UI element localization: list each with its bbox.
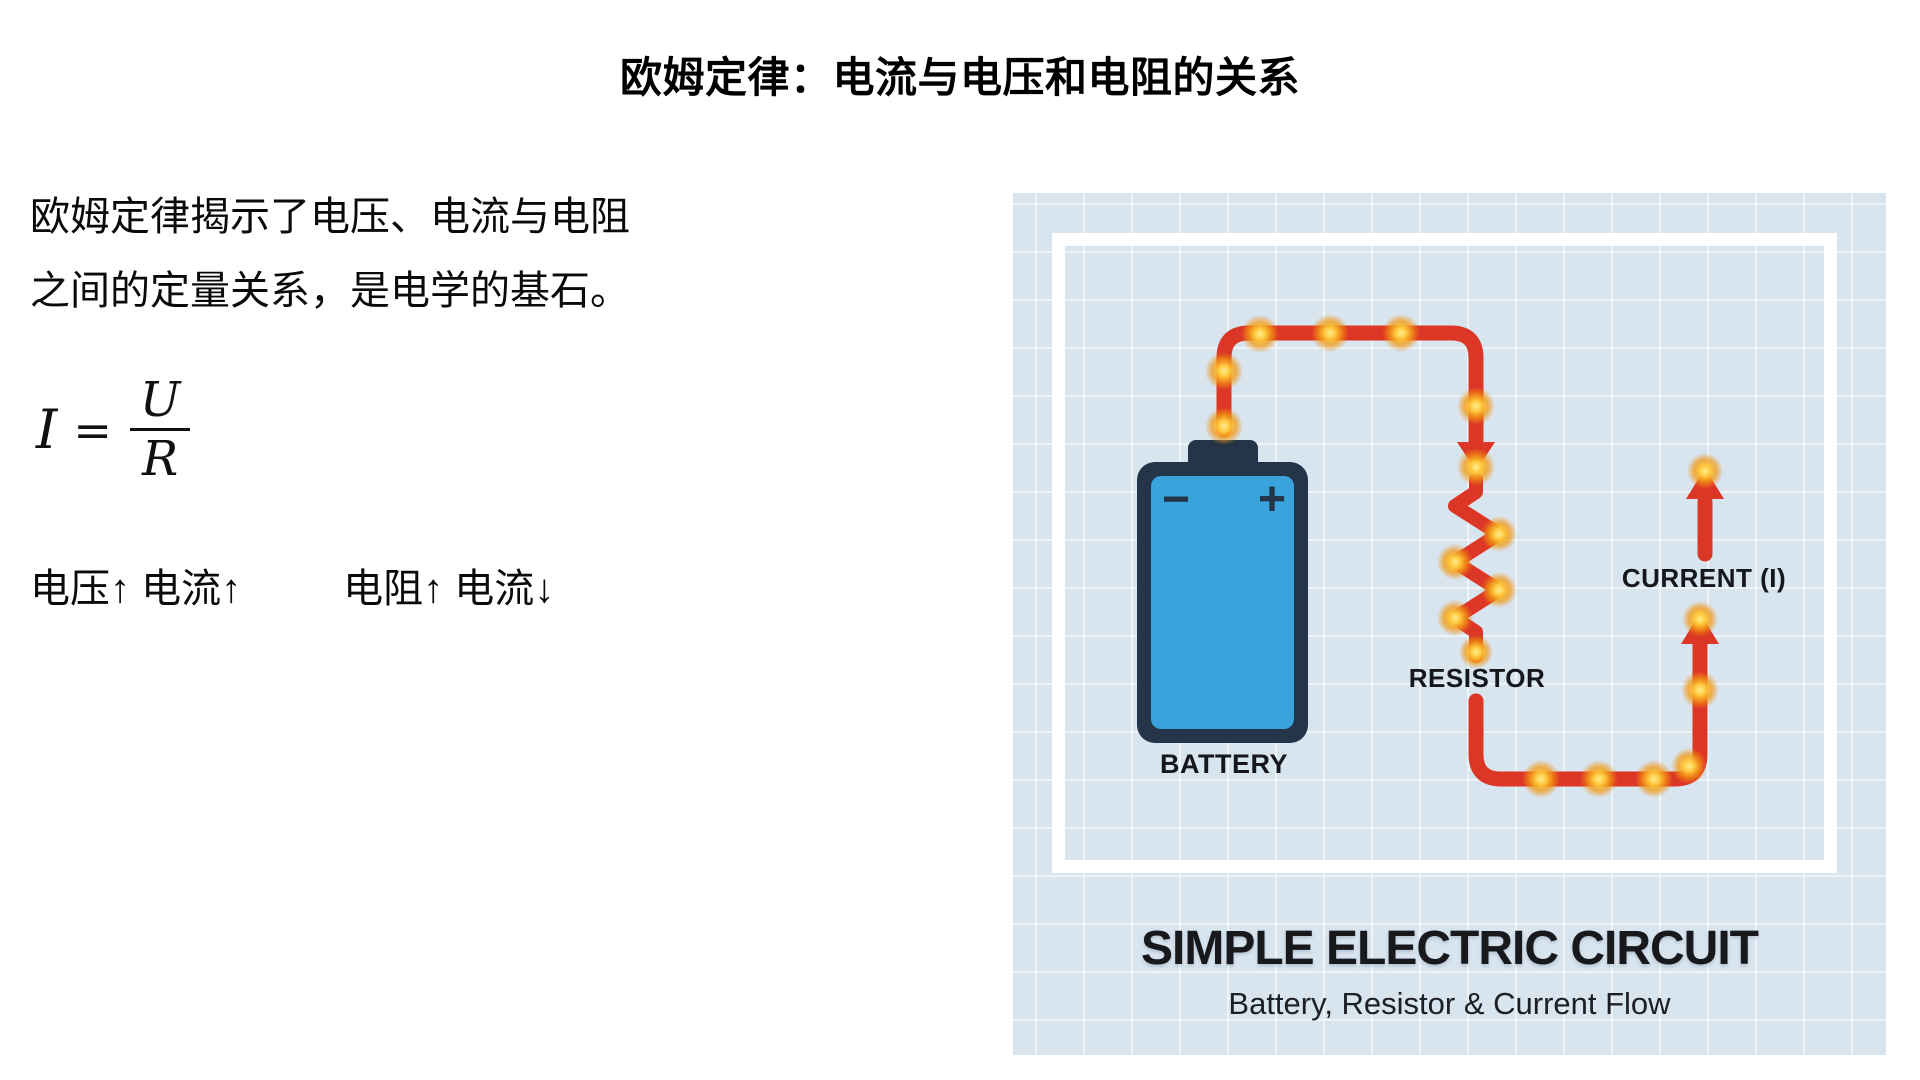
resistor-label: RESISTOR [1408,663,1546,693]
circuit-diagram [1137,314,1724,798]
page-title: 欧姆定律：电流与电压和电阻的关系 [619,54,1300,101]
battery-minus-icon: − [1161,473,1191,526]
formula-fraction: U R [129,372,191,487]
formula-equals-sign: = [73,402,112,457]
ohms-law-formula: I = U R [36,372,191,487]
relations-row: 电压↑ 电流↑ 电阻↑ 电流↓ [30,556,554,614]
current-glow-dots [1205,314,1723,798]
illustration-caption-subtitle: Battery, Resistor & Current Flow [1228,986,1671,1021]
current-label: CURRENT (I) [1621,563,1787,593]
relation-resistance-current: 电阻↑ 电流↓ [343,567,555,611]
battery-cell [1151,476,1294,729]
circuit-illustration-panel: − + BATTERY RESISTOR CURRENT (I) SIMPLE … [1013,193,1886,1055]
formula-current-symbol: I [36,398,58,461]
intro-paragraph: 欧姆定律揭示了电压、电流与电阻 之间的定量关系，是电学的基石。 [30,180,810,328]
paragraph-line-2: 之间的定量关系，是电学的基石。 [30,269,630,313]
formula-denominator-resistance: R [142,431,179,487]
illustration-caption-title: SIMPLE ELECTRIC CIRCUIT [1140,922,1759,975]
battery-plus-icon: + [1257,473,1287,526]
formula-numerator-voltage: U [129,372,191,431]
paragraph-line-1: 欧姆定律揭示了电压、电流与电阻 [30,195,630,239]
relation-voltage-current: 电压↑ 电流↑ [30,567,242,611]
battery-icon [1137,440,1308,743]
wire-top-run [1216,325,1484,452]
battery-label: BATTERY [1160,749,1288,779]
illustration-frame [1052,233,1837,873]
